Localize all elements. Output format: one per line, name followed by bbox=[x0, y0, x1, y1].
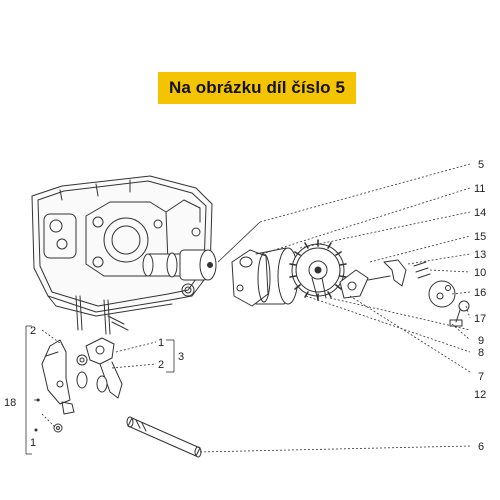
callout-18: 18 bbox=[4, 397, 16, 409]
rocker-arms bbox=[41, 315, 129, 433]
callout-2-right: 2 bbox=[158, 359, 164, 371]
callout-9: 9 bbox=[478, 335, 484, 347]
callout-7: 7 bbox=[478, 371, 484, 383]
callout-11: 11 bbox=[474, 183, 485, 195]
callout-5: 5 bbox=[478, 159, 484, 171]
callout-1-left: 1 bbox=[30, 437, 36, 449]
cylinder-head bbox=[31, 175, 213, 335]
callout-3: 3 bbox=[178, 351, 184, 363]
callout-1-right: 1 bbox=[158, 337, 164, 349]
bracket-dots bbox=[34, 398, 40, 432]
callout-labels: 5 11 14 15 13 10 16 17 9 8 7 12 6 1 3 2 … bbox=[4, 159, 486, 453]
callout-13: 13 bbox=[474, 249, 486, 261]
callout-2-left: 2 bbox=[30, 325, 36, 337]
leader-lines bbox=[25, 163, 471, 455]
callout-10: 10 bbox=[474, 267, 486, 279]
callout-8: 8 bbox=[478, 347, 484, 359]
cam-housing bbox=[231, 247, 299, 307]
rocker-shaft bbox=[126, 416, 202, 458]
callout-16: 16 bbox=[474, 287, 486, 299]
callout-15: 15 bbox=[474, 231, 486, 243]
callout-6: 6 bbox=[478, 441, 484, 453]
callout-14: 14 bbox=[474, 207, 486, 219]
title-banner: Na obrázku díl číslo 5 bbox=[158, 72, 356, 104]
camshaft bbox=[142, 249, 217, 281]
callout-12: 12 bbox=[474, 389, 486, 401]
sprocket bbox=[289, 239, 347, 301]
callout-17: 17 bbox=[474, 313, 486, 325]
decompressor-parts bbox=[339, 259, 470, 327]
